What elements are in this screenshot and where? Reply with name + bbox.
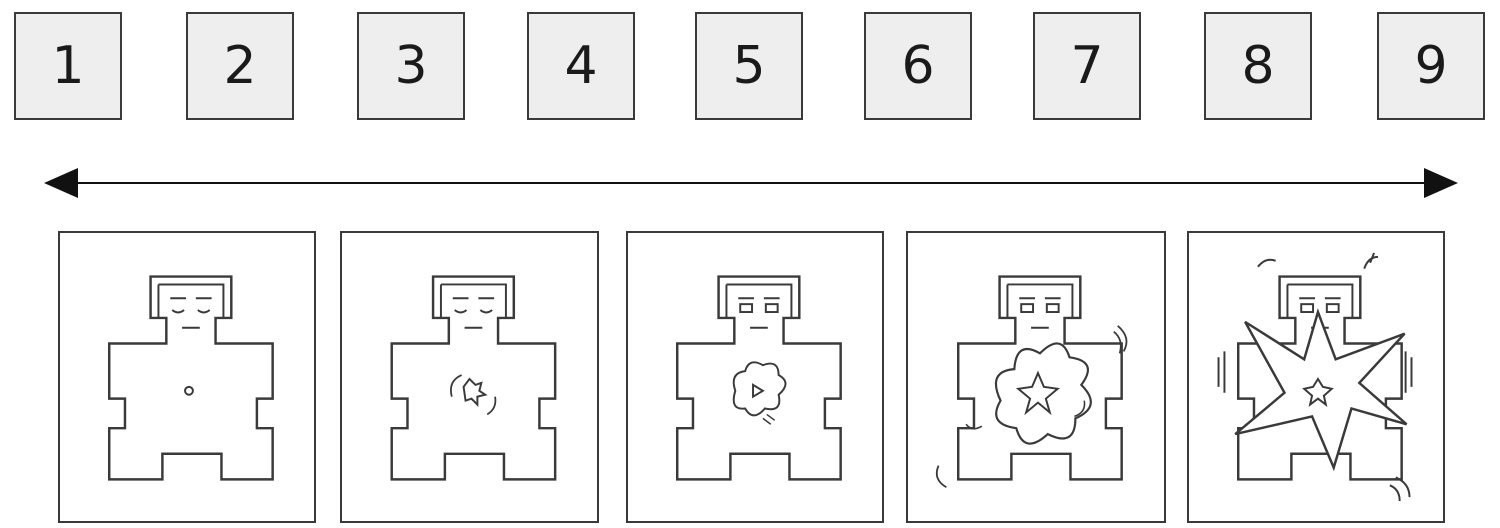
scale-label-7: 7 (1070, 36, 1104, 96)
burst-icon (732, 361, 787, 417)
figure-2-drawing (390, 275, 557, 481)
tremble-line-icon (1389, 476, 1411, 502)
figure-1-drawing (107, 275, 274, 481)
arrow-left-head (44, 168, 78, 198)
scale-box-3[interactable]: 3 (357, 12, 465, 120)
star-icon (1015, 370, 1060, 416)
scale-label-3: 3 (394, 36, 428, 96)
body-outline (675, 275, 842, 481)
head-outline (1286, 283, 1354, 318)
figure-panel-1[interactable] (58, 231, 316, 523)
scale-label-5: 5 (732, 36, 766, 96)
motion-line-icon (965, 400, 1086, 430)
swirl-icon (462, 377, 488, 407)
motion-line-icon (762, 413, 776, 425)
figure-4-drawing (935, 275, 1128, 489)
scale-box-6[interactable]: 6 (864, 12, 972, 120)
explosion-icon (1234, 308, 1408, 472)
scale-box-9[interactable]: 9 (1377, 12, 1485, 120)
motion-line-icon (486, 396, 497, 416)
eye-open-icon (764, 303, 779, 314)
figure-panel-2[interactable] (340, 231, 599, 523)
figure-panel-3[interactable] (626, 231, 884, 523)
eye-open-icon (1020, 303, 1035, 313)
dot-icon (184, 385, 194, 396)
head-outline (725, 283, 793, 318)
scale-box-5[interactable]: 5 (695, 12, 803, 120)
scale-box-2[interactable]: 2 (186, 12, 294, 120)
figure-panel-5[interactable] (1187, 231, 1445, 523)
tremble-line-icon (1113, 325, 1128, 354)
motion-line-icon (450, 374, 463, 397)
scale-box-8[interactable]: 8 (1204, 12, 1312, 120)
core-icon (752, 383, 765, 399)
eye-closed-icon (171, 309, 185, 314)
figure-5-drawing (1217, 252, 1413, 502)
tremble-line-icon (1257, 252, 1379, 270)
head-outline (439, 283, 507, 318)
scale-box-1[interactable]: 1 (14, 12, 122, 120)
eye-open-icon (1300, 303, 1315, 314)
star-icon (1302, 377, 1334, 407)
eye-closed-icon (479, 309, 493, 314)
head-outline (1006, 283, 1074, 318)
figure-panel-4[interactable] (906, 231, 1166, 523)
scale-label-2: 2 (223, 36, 257, 96)
scale-label-1: 1 (51, 36, 85, 96)
scale-label-8: 8 (1241, 36, 1275, 96)
tremble-line-icon (1217, 351, 1413, 393)
burst-icon (994, 342, 1092, 445)
eye-closed-icon (197, 309, 211, 314)
scale-box-7[interactable]: 7 (1033, 12, 1141, 120)
scale-box-4[interactable]: 4 (527, 12, 635, 120)
body-outline (390, 275, 557, 481)
tremble-line-icon (935, 465, 947, 489)
eye-open-icon (739, 303, 754, 314)
scale-label-6: 6 (901, 36, 935, 96)
double-arrow (44, 168, 1458, 198)
eye-open-icon (1045, 303, 1060, 313)
scale-label-4: 4 (564, 36, 598, 96)
arrow-right-head (1424, 168, 1458, 198)
eye-open-icon (1325, 303, 1340, 314)
head-outline (157, 283, 225, 318)
eye-closed-icon (454, 309, 468, 314)
figure-3-drawing (675, 275, 842, 481)
body-outline (107, 275, 274, 481)
scale-label-9: 9 (1414, 36, 1448, 96)
